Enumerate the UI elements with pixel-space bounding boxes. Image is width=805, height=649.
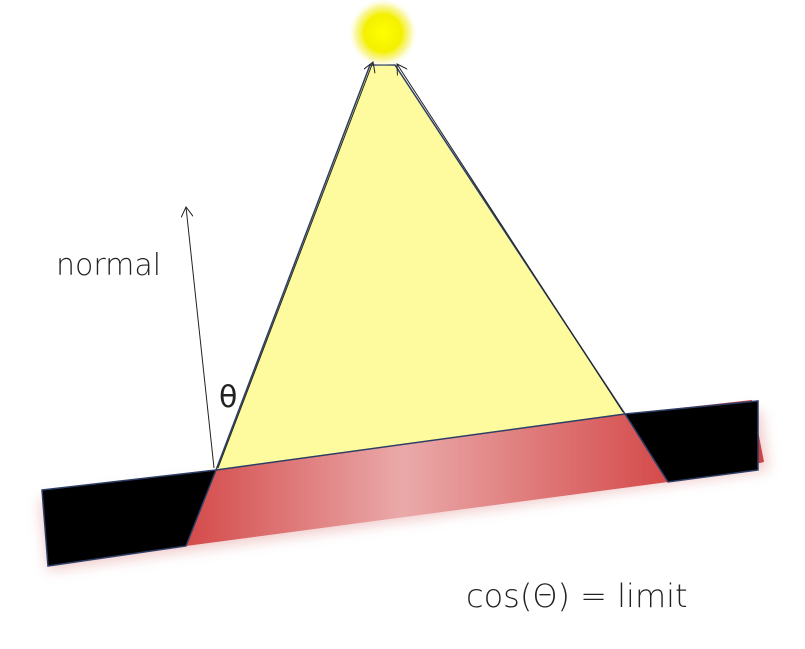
lit-surface <box>186 414 668 546</box>
right-ray-arrow <box>397 64 624 413</box>
formula-label: cos(Θ) = limit <box>466 577 688 615</box>
normal-label: normal <box>56 248 161 283</box>
light-source-icon <box>349 0 417 67</box>
left-shadow-block <box>41 469 218 567</box>
normal-arrow <box>186 207 215 469</box>
right-shadow-block <box>623 400 759 483</box>
theta-label: θ <box>219 380 237 415</box>
light-cone <box>215 64 626 471</box>
left-ray-arrow <box>217 62 373 469</box>
